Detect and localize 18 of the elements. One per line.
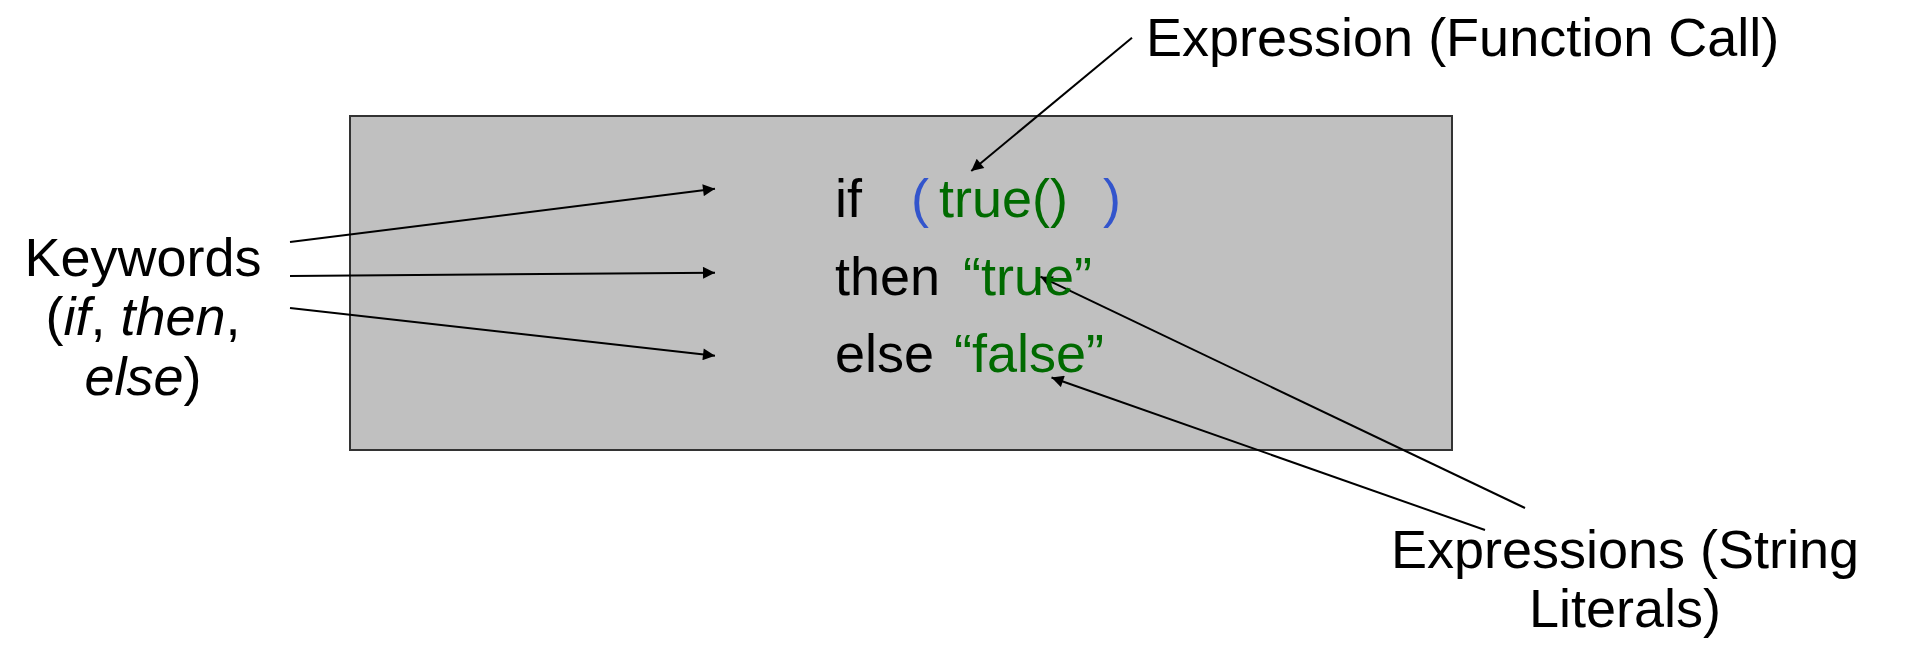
arrow	[289, 266, 716, 279]
parenthesis: )	[1103, 169, 1121, 229]
code-token: then	[835, 247, 941, 307]
code-token: if	[835, 169, 862, 229]
arrow	[970, 36, 1133, 172]
annotation-text: Expressions (String Literals)	[1390, 520, 1860, 639]
code-token: true()	[939, 169, 1068, 229]
arrow	[1050, 375, 1486, 531]
code-token: else	[835, 324, 935, 384]
arrow	[1039, 275, 1526, 509]
arrow	[289, 307, 716, 361]
code-panel	[349, 115, 1453, 451]
code-token: “false”	[954, 324, 1105, 384]
arrow	[289, 184, 716, 243]
annotation-text: Expression (Function Call)	[1146, 8, 1780, 68]
annotation-text: Keywords (if, then, else)	[0, 228, 286, 407]
parenthesis: (	[911, 169, 929, 229]
code-token: “true”	[963, 247, 1092, 307]
